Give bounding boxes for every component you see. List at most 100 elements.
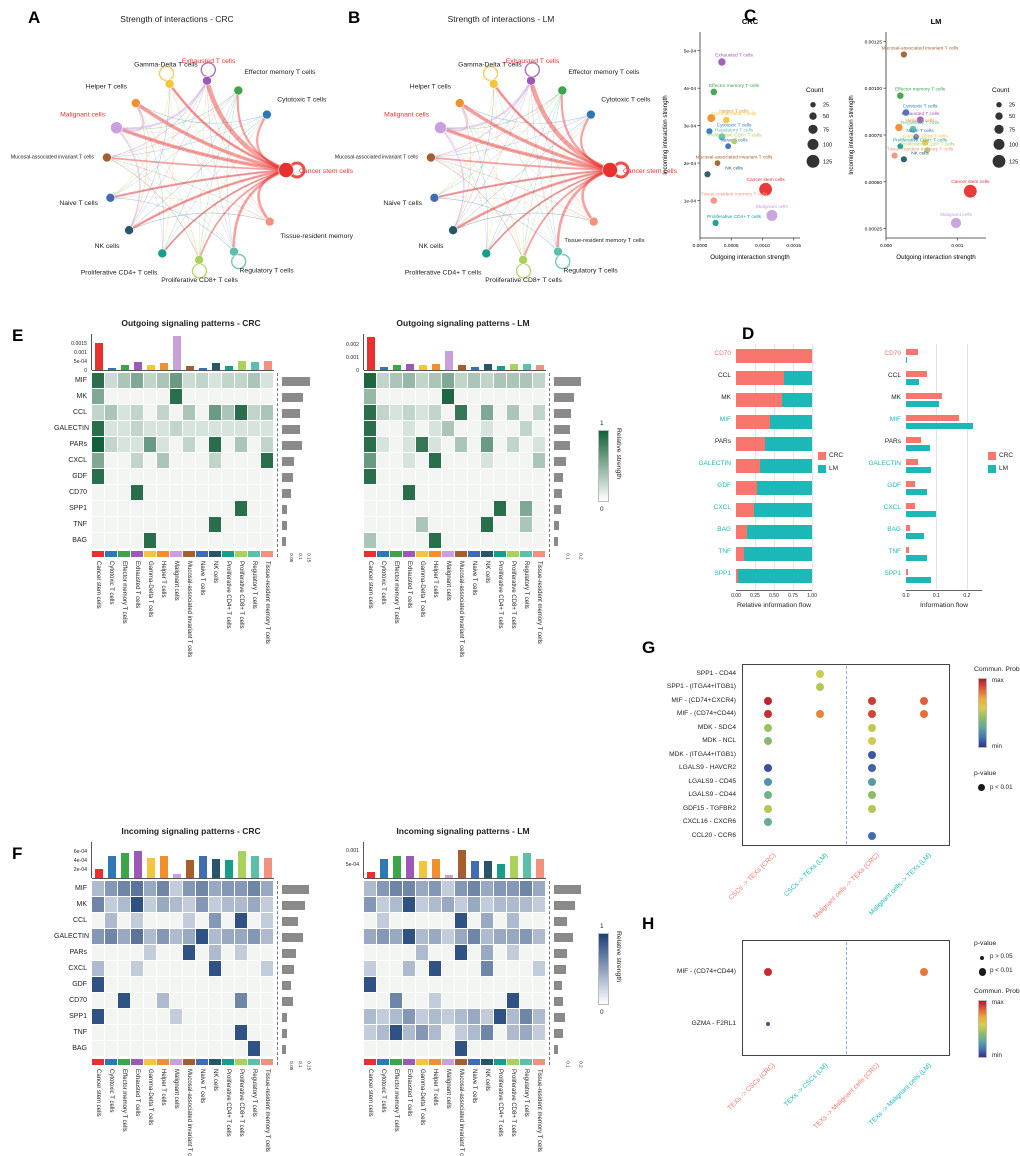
heat-cell	[196, 945, 209, 961]
interaction-edge	[459, 103, 488, 254]
heat-cell	[442, 881, 455, 897]
lm-legend-swatch	[988, 465, 996, 473]
interaction-edge	[486, 90, 563, 254]
heat-cell	[377, 945, 390, 961]
celltype-column-label: Exhausted T cells	[406, 1069, 412, 1117]
pvalue-legend-title: p-value	[974, 940, 997, 947]
topbar-exhausted-t-cells	[133, 851, 142, 878]
heat-cell	[157, 1041, 170, 1057]
heat-cell	[481, 961, 494, 977]
point-label-proliferative-cd8-t-cells: Proliferative CD8+ T cells	[900, 141, 955, 147]
node-tissue-resident-memory-t-cells	[264, 216, 275, 227]
pathway-contribution-bar	[554, 932, 573, 942]
point-label-effector-memory-t-cells: Effector memory T cells	[895, 87, 946, 93]
interaction-edge	[440, 90, 563, 130]
count-legend-value: 75	[823, 127, 829, 133]
heat-cell	[248, 1041, 261, 1057]
node-label-tissue-resident-memory-t-cells: Tissue-resident memory	[280, 233, 353, 240]
heat-cell	[170, 373, 183, 389]
heat-cell	[377, 405, 390, 421]
heat-cell	[416, 501, 429, 517]
heat-cell	[118, 421, 131, 437]
heat-cell	[209, 405, 222, 421]
crc-bar	[736, 525, 748, 539]
interaction-edge	[116, 127, 235, 252]
commun-prob-legend-title: Commun. Prob.	[974, 988, 1020, 995]
pathway-contribution-bar	[554, 440, 570, 450]
heat-cell	[261, 881, 274, 897]
heat-cell	[131, 945, 144, 961]
heat-cell	[144, 881, 157, 897]
lm-bar	[906, 576, 931, 583]
interaction-edge	[116, 127, 163, 254]
pathway-row-label: GDF	[72, 981, 87, 988]
pathway-row-label: TNF	[73, 1029, 87, 1036]
interaction-edge	[116, 127, 200, 260]
celltype-strip	[442, 1059, 455, 1065]
pathway-contribution-bar	[282, 392, 304, 402]
heat-cell	[429, 373, 442, 389]
gridline	[936, 344, 938, 590]
heat-cell	[520, 421, 533, 437]
heat-cell	[248, 1025, 261, 1041]
point-label-cancer-stem-cells: Cancer stem cells	[747, 177, 786, 183]
pathway-contribution-bar	[554, 948, 568, 958]
heat-cell	[144, 389, 157, 405]
heat-cell	[377, 1009, 390, 1025]
node-label-naive-t-cells: Naive T cells	[383, 200, 422, 207]
heat-cell	[261, 961, 274, 977]
count-legend-dot	[993, 138, 1005, 150]
pathway-label: CXCL	[713, 504, 731, 511]
edge-layer	[106, 62, 306, 279]
heat-cell	[196, 1025, 209, 1041]
heat-cell	[144, 533, 157, 549]
heat-cell	[92, 913, 105, 929]
celltype-column-label: Mucosal-associated invariant T cells	[458, 1069, 464, 1156]
celltype-strip	[183, 551, 196, 557]
topbar-malignant-cells	[172, 335, 181, 370]
heat-cell	[455, 977, 468, 993]
topbar-tick: 2e-04	[73, 866, 87, 873]
node-label-tissue-resident-memory-t-cells: Tissue-resident memory T cells	[564, 238, 644, 244]
communication-dot	[867, 764, 877, 773]
heat-cell	[235, 881, 248, 897]
heat-cell	[442, 1025, 455, 1041]
heat-cell	[118, 993, 131, 1009]
heat-cell	[481, 373, 494, 389]
lm-legend-swatch	[818, 465, 826, 473]
communication-dot	[867, 750, 877, 759]
heat-cell	[118, 501, 131, 517]
heat-cell	[455, 373, 468, 389]
heat-cell	[520, 1041, 533, 1057]
heat-cell	[183, 1025, 196, 1041]
dashed-separator	[549, 373, 550, 557]
heat-cell	[429, 517, 442, 533]
topbar-baseline	[92, 370, 274, 371]
heat-cell	[403, 517, 416, 533]
interaction-edge	[257, 168, 287, 223]
heat-cell	[364, 501, 377, 517]
heat-cell	[131, 453, 144, 469]
heat-cell	[416, 469, 429, 485]
topbar-tick: 0.002	[346, 341, 359, 348]
panel-b-title: Strength of interactions - LM	[447, 14, 555, 24]
scatter-point-malignant-cells	[950, 217, 962, 229]
heat-cell	[196, 881, 209, 897]
interaction-edge	[169, 83, 235, 252]
celltype-strip	[235, 551, 248, 557]
heat-cell	[157, 437, 170, 453]
celltype-strip	[222, 551, 235, 557]
heat-cell	[157, 897, 170, 913]
crc-bar	[736, 569, 738, 583]
node-gamma-delta-t-cells	[488, 79, 499, 89]
lr-pair-label: GDF15 - TGFBR2	[682, 804, 736, 812]
heat-cell	[235, 1025, 248, 1041]
heat-cell	[235, 533, 248, 549]
pathway-contribution-bar	[554, 1044, 558, 1054]
communication-dot	[867, 710, 877, 719]
heat-cell	[261, 517, 274, 533]
heat-cell	[144, 517, 157, 533]
topbar-proliferative-cd4-t-cells	[224, 860, 233, 878]
count-legend-dot	[995, 112, 1003, 120]
